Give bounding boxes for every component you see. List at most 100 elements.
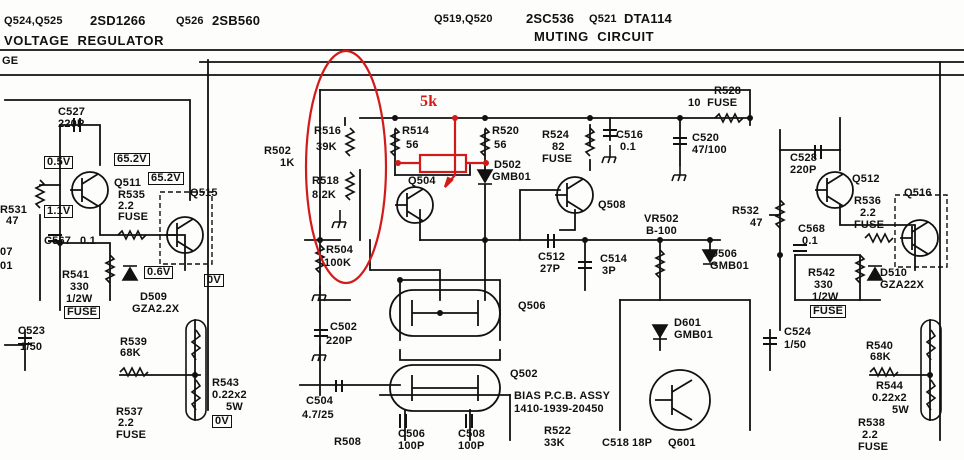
label-c523-value: 1/50 xyxy=(20,341,43,353)
label-r535-value: 2.2 xyxy=(118,200,134,212)
label-cut-07: 07 xyxy=(0,246,13,258)
label-c502-value: 220P xyxy=(326,335,353,347)
label-d601: D601 xyxy=(674,317,702,329)
capacitors xyxy=(18,118,822,428)
label-r542-watt: 1/2W xyxy=(812,291,839,303)
label-c508-value: 100P xyxy=(458,440,485,452)
red-annotation-marks xyxy=(304,49,486,285)
label-c524: C524 xyxy=(784,326,812,338)
label-c506-value: 100P xyxy=(398,440,425,452)
label-c528-value: 220P xyxy=(790,164,817,176)
red-highlight-ellipse xyxy=(304,49,388,285)
label-c524-value: 1/50 xyxy=(784,339,807,351)
label-c504-value: 4.7/25 xyxy=(302,409,334,421)
label-vr502-value: B-100 xyxy=(646,225,677,237)
label-c520: C520 xyxy=(692,132,720,144)
label-c523: C523 xyxy=(18,325,46,337)
label-c567: C567 xyxy=(44,235,72,247)
voltage-0-6v: 0.6V xyxy=(144,266,174,279)
label-r543-value: 0.22x2 xyxy=(212,389,247,401)
header-left-cut: GE xyxy=(2,55,19,67)
label-fuse-5: FUSE xyxy=(854,219,885,231)
voltage-65-2v-b: 65.2V xyxy=(148,172,184,185)
dashed-q515-box xyxy=(159,191,213,265)
label-r516: R516 xyxy=(314,125,342,137)
red-wiper-arrow xyxy=(443,176,454,188)
label-bias-part-number: 1410-1939-20450 xyxy=(514,403,604,415)
label-c516: C516 xyxy=(616,129,644,141)
label-r544-watt: 5W xyxy=(892,404,909,416)
label-q516: Q516 xyxy=(904,187,932,199)
label-q601: Q601 xyxy=(668,437,696,449)
label-c502: C502 xyxy=(330,321,358,333)
label-r543-watt: 5W xyxy=(226,401,243,413)
label-q511: Q511 xyxy=(114,177,142,189)
label-q515: Q515 xyxy=(190,187,218,199)
label-r537: R537 xyxy=(116,406,144,418)
label-r536-value: 2.2 xyxy=(860,207,876,219)
label-c516-value: 0.1 xyxy=(620,141,636,153)
label-r528-value: 10 FUSE xyxy=(688,97,738,109)
header-right-title: MUTING CIRCUIT xyxy=(534,29,655,44)
header-right-part2: DTA114 xyxy=(624,11,672,26)
label-c567-value: 0.1 xyxy=(80,235,96,247)
label-r524-value: 82 xyxy=(552,141,565,153)
label-r544: R544 xyxy=(876,380,904,392)
label-c514: C514 xyxy=(600,253,628,265)
label-c518-value: 18P xyxy=(632,437,653,449)
label-r504-value: 100K xyxy=(324,257,352,269)
header-right-sep: Q521 xyxy=(589,13,617,25)
label-c527: C527 xyxy=(58,106,86,118)
label-fuse-4: FUSE xyxy=(542,153,573,165)
label-d502-type: GMB01 xyxy=(492,171,531,183)
label-c568-value: 0.1 xyxy=(802,235,818,247)
header-left-part1: 2SD1266 xyxy=(90,13,146,28)
label-c506: C506 xyxy=(398,428,426,440)
label-r544-value: 0.22x2 xyxy=(872,392,907,404)
label-r539: R539 xyxy=(120,336,148,348)
label-r531-value: 47 xyxy=(6,215,19,227)
red-added-resistor xyxy=(418,153,468,174)
voltage-1-1v: 1.1V xyxy=(44,205,74,218)
label-d506: D506 xyxy=(710,248,738,260)
red-annotation-value: 5k xyxy=(420,93,438,110)
dashed-q516-box xyxy=(894,194,948,268)
label-r518-value: 8.2K xyxy=(312,189,337,201)
label-d509-type: GZA2.2X xyxy=(132,303,180,315)
ground-symbols xyxy=(311,145,687,362)
label-r536: R536 xyxy=(854,195,882,207)
junction-dots xyxy=(57,115,933,378)
label-r541-watt: 1/2W xyxy=(66,293,93,305)
red-annotation-dots xyxy=(395,115,489,166)
schematic-wires xyxy=(0,49,964,441)
label-vr502: VR502 xyxy=(644,213,679,225)
label-d506-type: GMB01 xyxy=(710,260,749,272)
label-r543: R543 xyxy=(212,377,240,389)
label-r532: R532 xyxy=(732,205,760,217)
label-d510: D510 xyxy=(880,267,908,279)
label-r541-value: 330 xyxy=(70,281,89,293)
transistors xyxy=(70,171,939,431)
label-q502: Q502 xyxy=(510,368,538,380)
label-fuse-1: FUSE xyxy=(118,211,149,223)
label-r541: R541 xyxy=(62,269,90,281)
label-fuse-2: FUSE xyxy=(64,306,101,319)
label-r516-value: 39K xyxy=(316,141,337,153)
label-r522: R522 xyxy=(544,425,572,437)
label-fuse-6: FUSE xyxy=(810,305,847,318)
label-r542: R542 xyxy=(808,267,836,279)
label-r520-value: 56 xyxy=(494,139,507,151)
label-d510-type: GZA22X xyxy=(880,279,924,291)
label-r524: R524 xyxy=(542,129,570,141)
diodes xyxy=(121,169,884,340)
label-q506: Q506 xyxy=(518,300,546,312)
label-r502-value: 1K xyxy=(280,157,295,169)
resistors xyxy=(34,112,942,421)
label-r542-value: 330 xyxy=(814,279,833,291)
label-c512: C512 xyxy=(538,251,566,263)
label-r520: R520 xyxy=(492,125,520,137)
label-c528: C528 xyxy=(790,152,818,164)
header-left-part2: 2SB560 xyxy=(212,13,261,28)
header-right-part1: 2SC536 xyxy=(526,11,575,26)
